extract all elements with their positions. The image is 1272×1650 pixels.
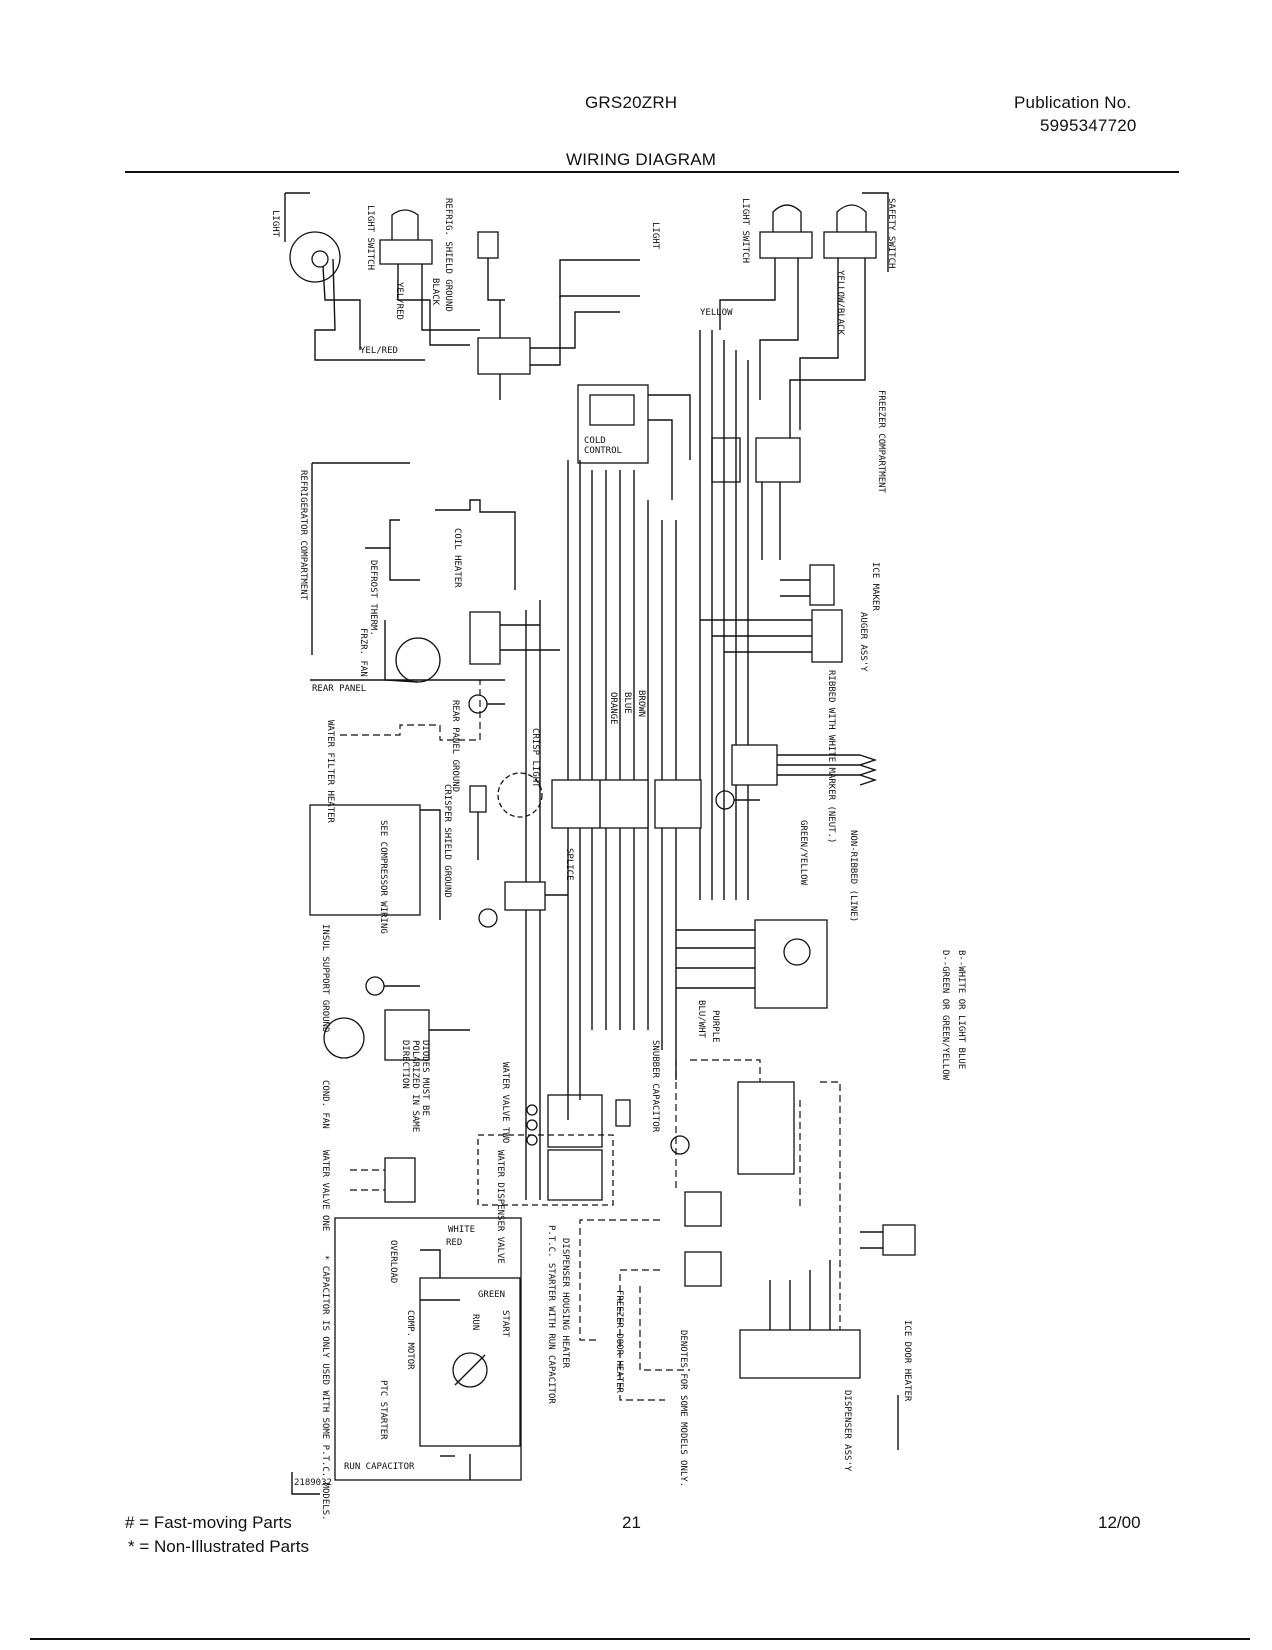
compressor-ptc-box [334, 1217, 522, 1481]
footer-rule [30, 1638, 1250, 1640]
insul-support-ground-a [478, 908, 498, 928]
page-subtitle: WIRING DIAGRAM [566, 150, 717, 169]
snubber-capacitor [615, 1099, 631, 1127]
ptc-starter-symbol [452, 1352, 488, 1388]
page-number: 21 [622, 1513, 641, 1532]
terminal-block-top [477, 337, 531, 375]
auger-assy-box [811, 609, 843, 663]
water-valve-two [526, 1094, 603, 1148]
left-light-switch [379, 209, 480, 346]
dispenser-assy-box [739, 1329, 861, 1379]
insul-support-ground-c [670, 1135, 690, 1155]
compressor-wiring-box [309, 804, 421, 916]
dispenser-connector-a [684, 1191, 722, 1227]
ice-maker-box [809, 564, 835, 606]
freezer-fan [384, 611, 560, 683]
publication-date: 12/00 [1098, 1513, 1141, 1532]
header-rule [125, 171, 1179, 173]
legend-non-illustrated-parts: * = Non-Illustrated Parts [128, 1537, 309, 1556]
auger-motor-box [754, 919, 828, 1009]
legend-fast-moving-parts: # = Fast-moving Parts [125, 1513, 292, 1532]
coil-heater [435, 499, 516, 590]
model-number: GRS20ZRH [585, 93, 678, 112]
crisp-light [497, 772, 543, 818]
water-dispenser-valve [477, 1134, 614, 1206]
ice-door-heater-plug [882, 1224, 916, 1256]
water-valve-one [350, 1157, 416, 1203]
line-cord [731, 744, 878, 786]
dispenser-main-box [737, 1081, 795, 1175]
publication-number: 5995347720 [1040, 116, 1137, 135]
terminal-block-right [654, 779, 702, 829]
water-filter-heater [340, 680, 481, 741]
refrig-shield-ground [477, 231, 505, 301]
left-light-bulb [289, 231, 425, 361]
condenser-fan [323, 1009, 470, 1061]
rear-panel-ground-right [715, 790, 735, 810]
cold-control [577, 384, 691, 500]
rear-panel-ground-left [468, 694, 488, 714]
connector-freezer-b [755, 437, 801, 483]
publication-label: Publication No. [1014, 93, 1132, 112]
safety-switch [789, 204, 877, 440]
diagram-frame [284, 192, 899, 1495]
crisper-shield-ground [469, 785, 487, 813]
dispenser-connector-b [684, 1251, 722, 1287]
right-light-switch [719, 204, 813, 400]
defrost-therm [365, 519, 420, 581]
insul-support-ground-b [365, 976, 385, 996]
